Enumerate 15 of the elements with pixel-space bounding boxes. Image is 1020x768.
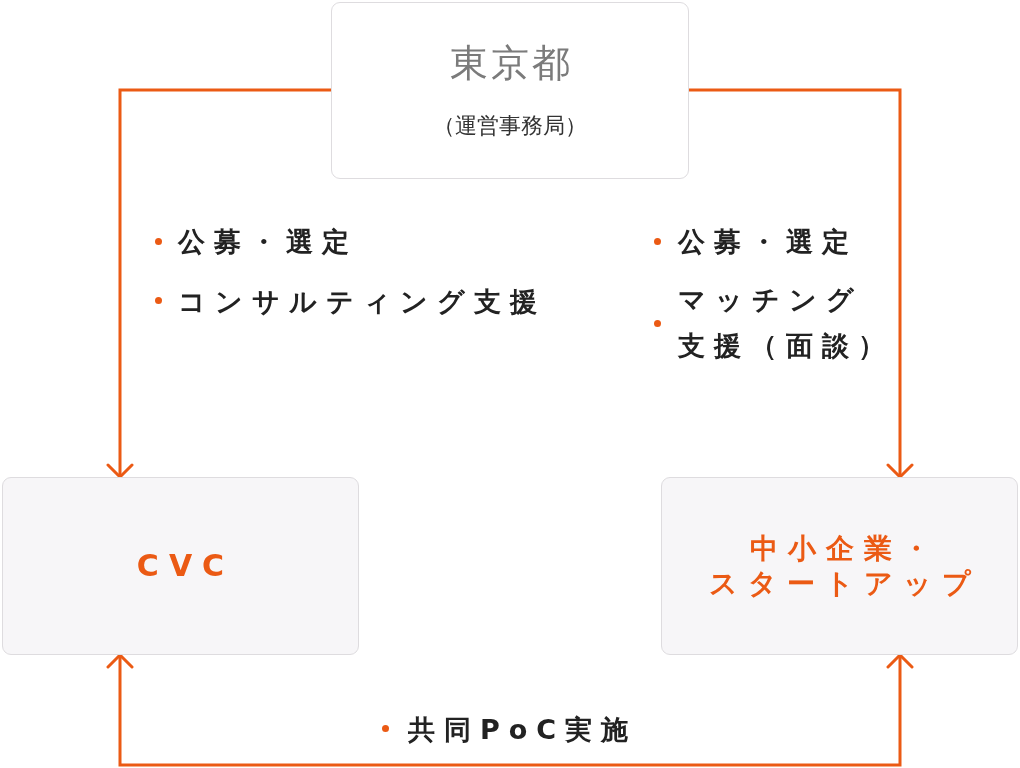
participant-label: CVC (135, 547, 235, 585)
participant-box (661, 477, 1018, 655)
list-item: マッチング支援（面談） (678, 283, 895, 363)
list-item: 共同PoC実施 (408, 713, 638, 747)
organizer-name: 東京都 (449, 40, 573, 86)
arrow (106, 88, 331, 479)
list-item: コンサルティング支援 (178, 285, 546, 319)
list-item: 公募・選定 (178, 225, 358, 259)
organizer-subtitle: （運営事務局） (433, 112, 587, 140)
participant-label: 中小企業・スタートアップ (707, 531, 982, 601)
organizer-box (331, 2, 689, 179)
arrow (689, 88, 914, 479)
participant-box (2, 477, 359, 655)
double-headed-arrow (106, 653, 914, 767)
list-item: 公募・選定 (678, 225, 858, 259)
